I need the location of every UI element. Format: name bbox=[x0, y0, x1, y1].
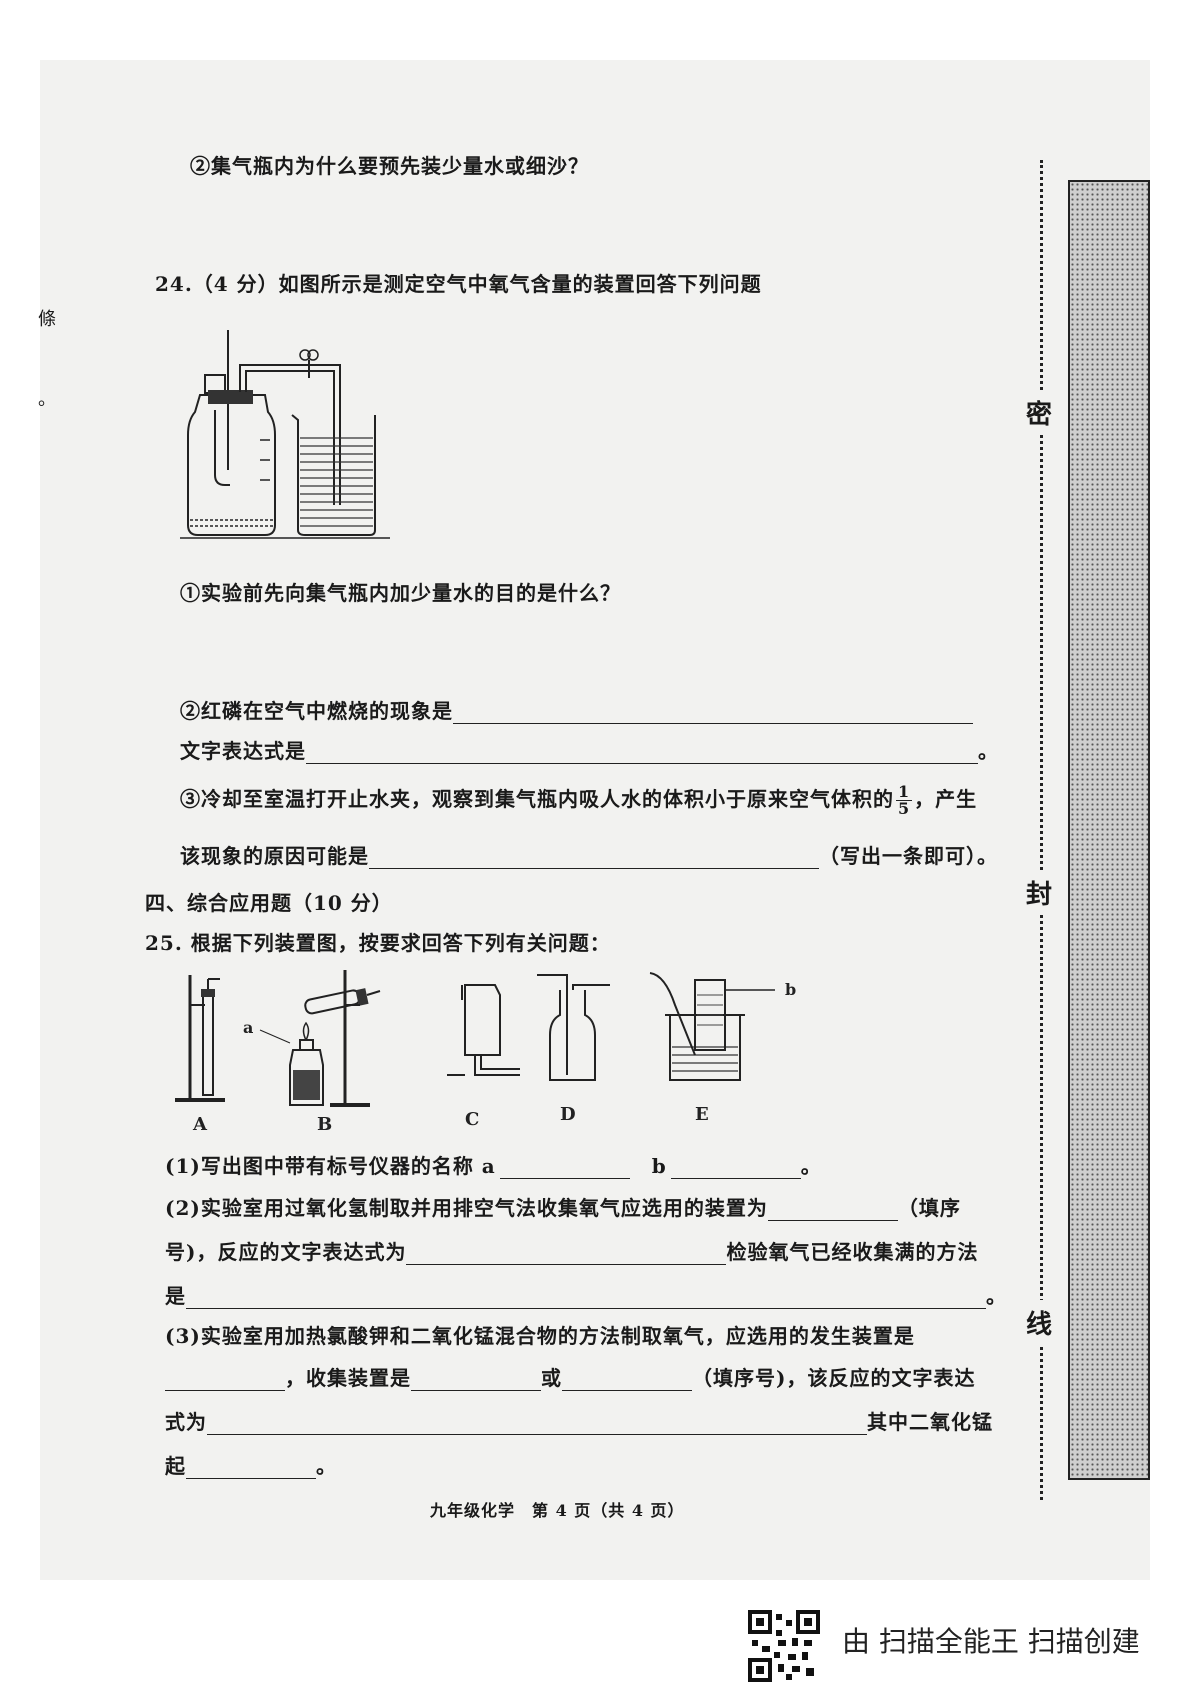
q25-p1-text: (1)写出图中带有标号仪器的名称 a bbox=[165, 1154, 496, 1178]
q24-sub1: ①实验前先向集气瓶内加少量水的目的是什么？ bbox=[180, 581, 621, 605]
q25-p3c-text: 式为 bbox=[165, 1410, 207, 1434]
apparatus-c: C bbox=[447, 984, 520, 1130]
q25-p2c-end: 。 bbox=[986, 1284, 1007, 1308]
q25-p1-line: (1)写出图中带有标号仪器的名称 a b 。 bbox=[165, 1150, 822, 1179]
q25-p2-post: （填序 bbox=[897, 1196, 961, 1220]
q24-header: 24.（4 分）如图所示是测定空气中氧气含量的装置回答下列问题 bbox=[155, 272, 762, 296]
answer-blank[interactable] bbox=[306, 743, 978, 764]
q25-p2b-line: 号)，反应的文字表达式为 检验氧气已经收集满的方法 bbox=[165, 1236, 978, 1265]
answer-blank[interactable] bbox=[562, 1370, 692, 1391]
label-d: D bbox=[560, 1104, 576, 1125]
q25-p2c-line: 是。 bbox=[165, 1280, 1007, 1309]
q25-p2b-text: 号)，反应的文字表达式为 bbox=[165, 1240, 407, 1264]
q24-sub2b-line: 文字表达式是 。 bbox=[180, 735, 999, 764]
q24-sub2-line: ②红磷在空气中燃烧的现象是 bbox=[180, 695, 973, 724]
q25-apparatus-diagram: A a B C D bbox=[175, 970, 796, 1135]
q25-p1-b: b bbox=[651, 1154, 667, 1178]
label-e: E bbox=[695, 1104, 709, 1125]
q25-p3d-line: 起。 bbox=[165, 1450, 337, 1479]
answer-blank[interactable] bbox=[453, 703, 973, 724]
q24-sub3b-text: 该现象的原因可能是 bbox=[180, 844, 369, 868]
q25-p3b-3: （填序号)，该反应的文字表达 bbox=[692, 1366, 976, 1390]
label-c: C bbox=[465, 1109, 479, 1130]
margin-fragment: 。 bbox=[38, 389, 56, 410]
answer-blank[interactable] bbox=[207, 1414, 867, 1435]
label-a-marker: a bbox=[243, 1018, 253, 1037]
answer-blank[interactable] bbox=[165, 1370, 285, 1391]
q25-p1-end: 。 bbox=[800, 1154, 822, 1178]
q25-p3d-end: 。 bbox=[316, 1454, 337, 1478]
q25-p3b-line: ，收集装置是 或 （填序号)，该反应的文字表达 bbox=[165, 1362, 975, 1391]
answer-blank[interactable] bbox=[767, 1200, 898, 1221]
apparatus-a: A bbox=[175, 975, 225, 1135]
q24-apparatus-diagram bbox=[180, 330, 390, 539]
q25-p2-line: (2)实验室用过氧化氢制取并用排空气法收集氧气应选用的装置为 （填序 bbox=[165, 1192, 961, 1221]
scanner-watermark: 由 扫描全能王 扫描创建 bbox=[842, 1625, 1140, 1658]
seal-dotted-line bbox=[1040, 160, 1043, 1500]
q24-sub3b-line: 该现象的原因可能是 （写出一条即可）。 bbox=[180, 840, 998, 869]
q25-p3c-post: 其中二氧化锰 bbox=[867, 1410, 993, 1434]
seal-char-mi: 密 bbox=[1026, 390, 1053, 435]
answer-blank[interactable] bbox=[186, 1288, 986, 1309]
label-b: B bbox=[317, 1114, 332, 1135]
seal-char-xian: 线 bbox=[1026, 1300, 1053, 1345]
q25-p2-text: (2)实验室用过氧化氢制取并用排空气法收集氧气应选用的装置为 bbox=[165, 1196, 768, 1220]
scanned-page bbox=[40, 60, 1150, 1580]
answer-blank[interactable] bbox=[369, 848, 819, 869]
label-b-marker: b bbox=[785, 980, 796, 999]
q23-sub2: ②集气瓶内为什么要预先装少量水或细沙？ bbox=[190, 154, 589, 178]
answer-blank[interactable] bbox=[186, 1458, 316, 1479]
answer-blank-b[interactable] bbox=[670, 1158, 801, 1179]
apparatus-b: a B bbox=[243, 970, 381, 1135]
page-footer: 九年级化学 第 4 页（共 4 页） bbox=[430, 1501, 685, 1520]
apparatus-e: b E bbox=[649, 972, 796, 1125]
label-a: A bbox=[192, 1114, 208, 1135]
q25-p3b-2: 或 bbox=[541, 1366, 562, 1390]
section4-title: 四、综合应用题（10 分） bbox=[145, 891, 393, 915]
seal-char-feng: 封 bbox=[1026, 870, 1053, 915]
answer-blank-a[interactable] bbox=[499, 1158, 630, 1179]
period: 。 bbox=[978, 739, 999, 763]
q25-p3c-line: 式为 其中二氧化锰 bbox=[165, 1406, 993, 1435]
q25-header: 25. 根据下列装置图，按要求回答下列有关问题： bbox=[145, 931, 611, 955]
q25-p2c-text: 是 bbox=[165, 1284, 186, 1308]
q24-sub3-text: ③冷却至室温打开止水夹，观察到集气瓶内吸人水的体积小于原来空气体积的 bbox=[180, 787, 894, 811]
apparatus-d: D bbox=[537, 974, 610, 1125]
q25-p3b-1: ，收集装置是 bbox=[285, 1366, 411, 1390]
frac-numerator: 1 bbox=[896, 782, 913, 801]
answer-blank[interactable] bbox=[406, 1244, 727, 1265]
frac-denominator: 5 bbox=[898, 799, 911, 818]
margin-fragment: 條 bbox=[38, 309, 56, 330]
qr-code-icon bbox=[748, 1610, 820, 1682]
q24-sub3-post: ，产生 bbox=[914, 787, 978, 811]
q25-p2b-post: 检验氧气已经收集满的方法 bbox=[726, 1240, 979, 1264]
q25-p3-line: (3)实验室用加热氯酸钾和二氧化锰混合物的方法制取氧气，应选用的发生装置是 bbox=[165, 1324, 915, 1348]
q24-sub2b-text: 文字表达式是 bbox=[180, 739, 306, 763]
q25-p3d-text: 起 bbox=[165, 1454, 186, 1478]
stippled-margin-band bbox=[1068, 180, 1150, 1480]
q24-sub2-text: ②红磷在空气中燃烧的现象是 bbox=[180, 699, 453, 723]
q24-sub3b-post: （写出一条即可）。 bbox=[819, 844, 998, 868]
answer-blank[interactable] bbox=[411, 1370, 541, 1391]
